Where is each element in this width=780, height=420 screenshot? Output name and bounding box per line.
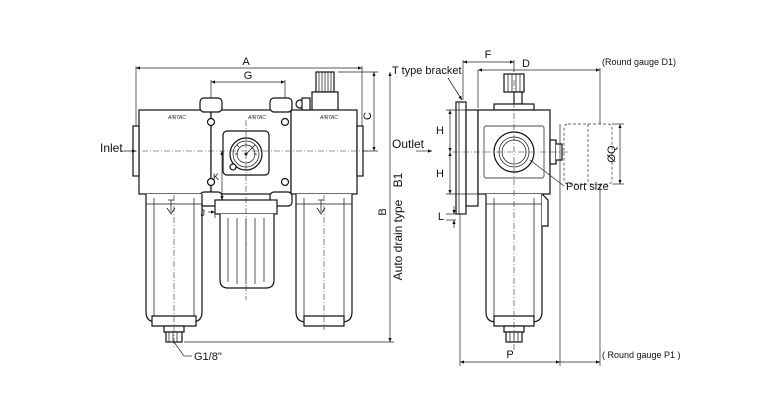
round-gauge-outline: [563, 123, 613, 185]
connector-clamp-left-top: [199, 97, 223, 113]
filter-module-body: [138, 109, 212, 195]
dim-label-l: L: [438, 211, 444, 223]
inlet-label: Inlet: [100, 141, 123, 155]
dim-label-k: K: [213, 172, 219, 182]
dim-label-g: G: [244, 70, 253, 82]
front-view: AIRTAC AIRTAC AIRTAC: [100, 56, 432, 363]
svg-text:AIRTAC: AIRTAC: [167, 115, 186, 121]
dim-label-p: P: [506, 349, 513, 361]
t-type-bracket-label: T type bracket: [392, 65, 462, 77]
dim-label-c: C: [362, 112, 374, 120]
round-gauge-p1-label: ( Round gauge P1 ): [602, 350, 681, 360]
dim-label-h-bottom: H: [436, 168, 444, 180]
t-type-bracket: [455, 101, 479, 215]
outlet-label: Outlet: [392, 137, 425, 151]
round-gauge-d1-label: (Round gauge D1): [602, 57, 676, 67]
dim-label-f: F: [485, 49, 492, 61]
side-bowl: [485, 193, 549, 343]
top-adjust-knob: [311, 71, 339, 111]
dim-label-a: A: [242, 56, 250, 68]
dim-label-b: B: [377, 208, 389, 215]
regulator-knob: [214, 199, 278, 289]
dim-label-b1: B1: [391, 172, 405, 187]
auto-drain-type-label: Auto drain type: [391, 199, 405, 280]
drain-port-label: G1/8": [194, 351, 222, 363]
side-view: T type bracket F D (Round gauge D1) H H …: [392, 49, 681, 366]
lubricator-module-body: [290, 109, 358, 195]
dim-label-q: ØQ: [606, 145, 618, 163]
dim-label-j: J: [201, 208, 206, 218]
svg-text:AIRTAC: AIRTAC: [247, 115, 266, 121]
port-size-label: Port size: [566, 181, 609, 193]
svg-text:AIRTAC: AIRTAC: [319, 115, 338, 121]
dim-label-d: D: [522, 58, 530, 70]
connector-clamp-right-top: [269, 97, 293, 113]
dim-label-h-top: H: [436, 125, 444, 137]
